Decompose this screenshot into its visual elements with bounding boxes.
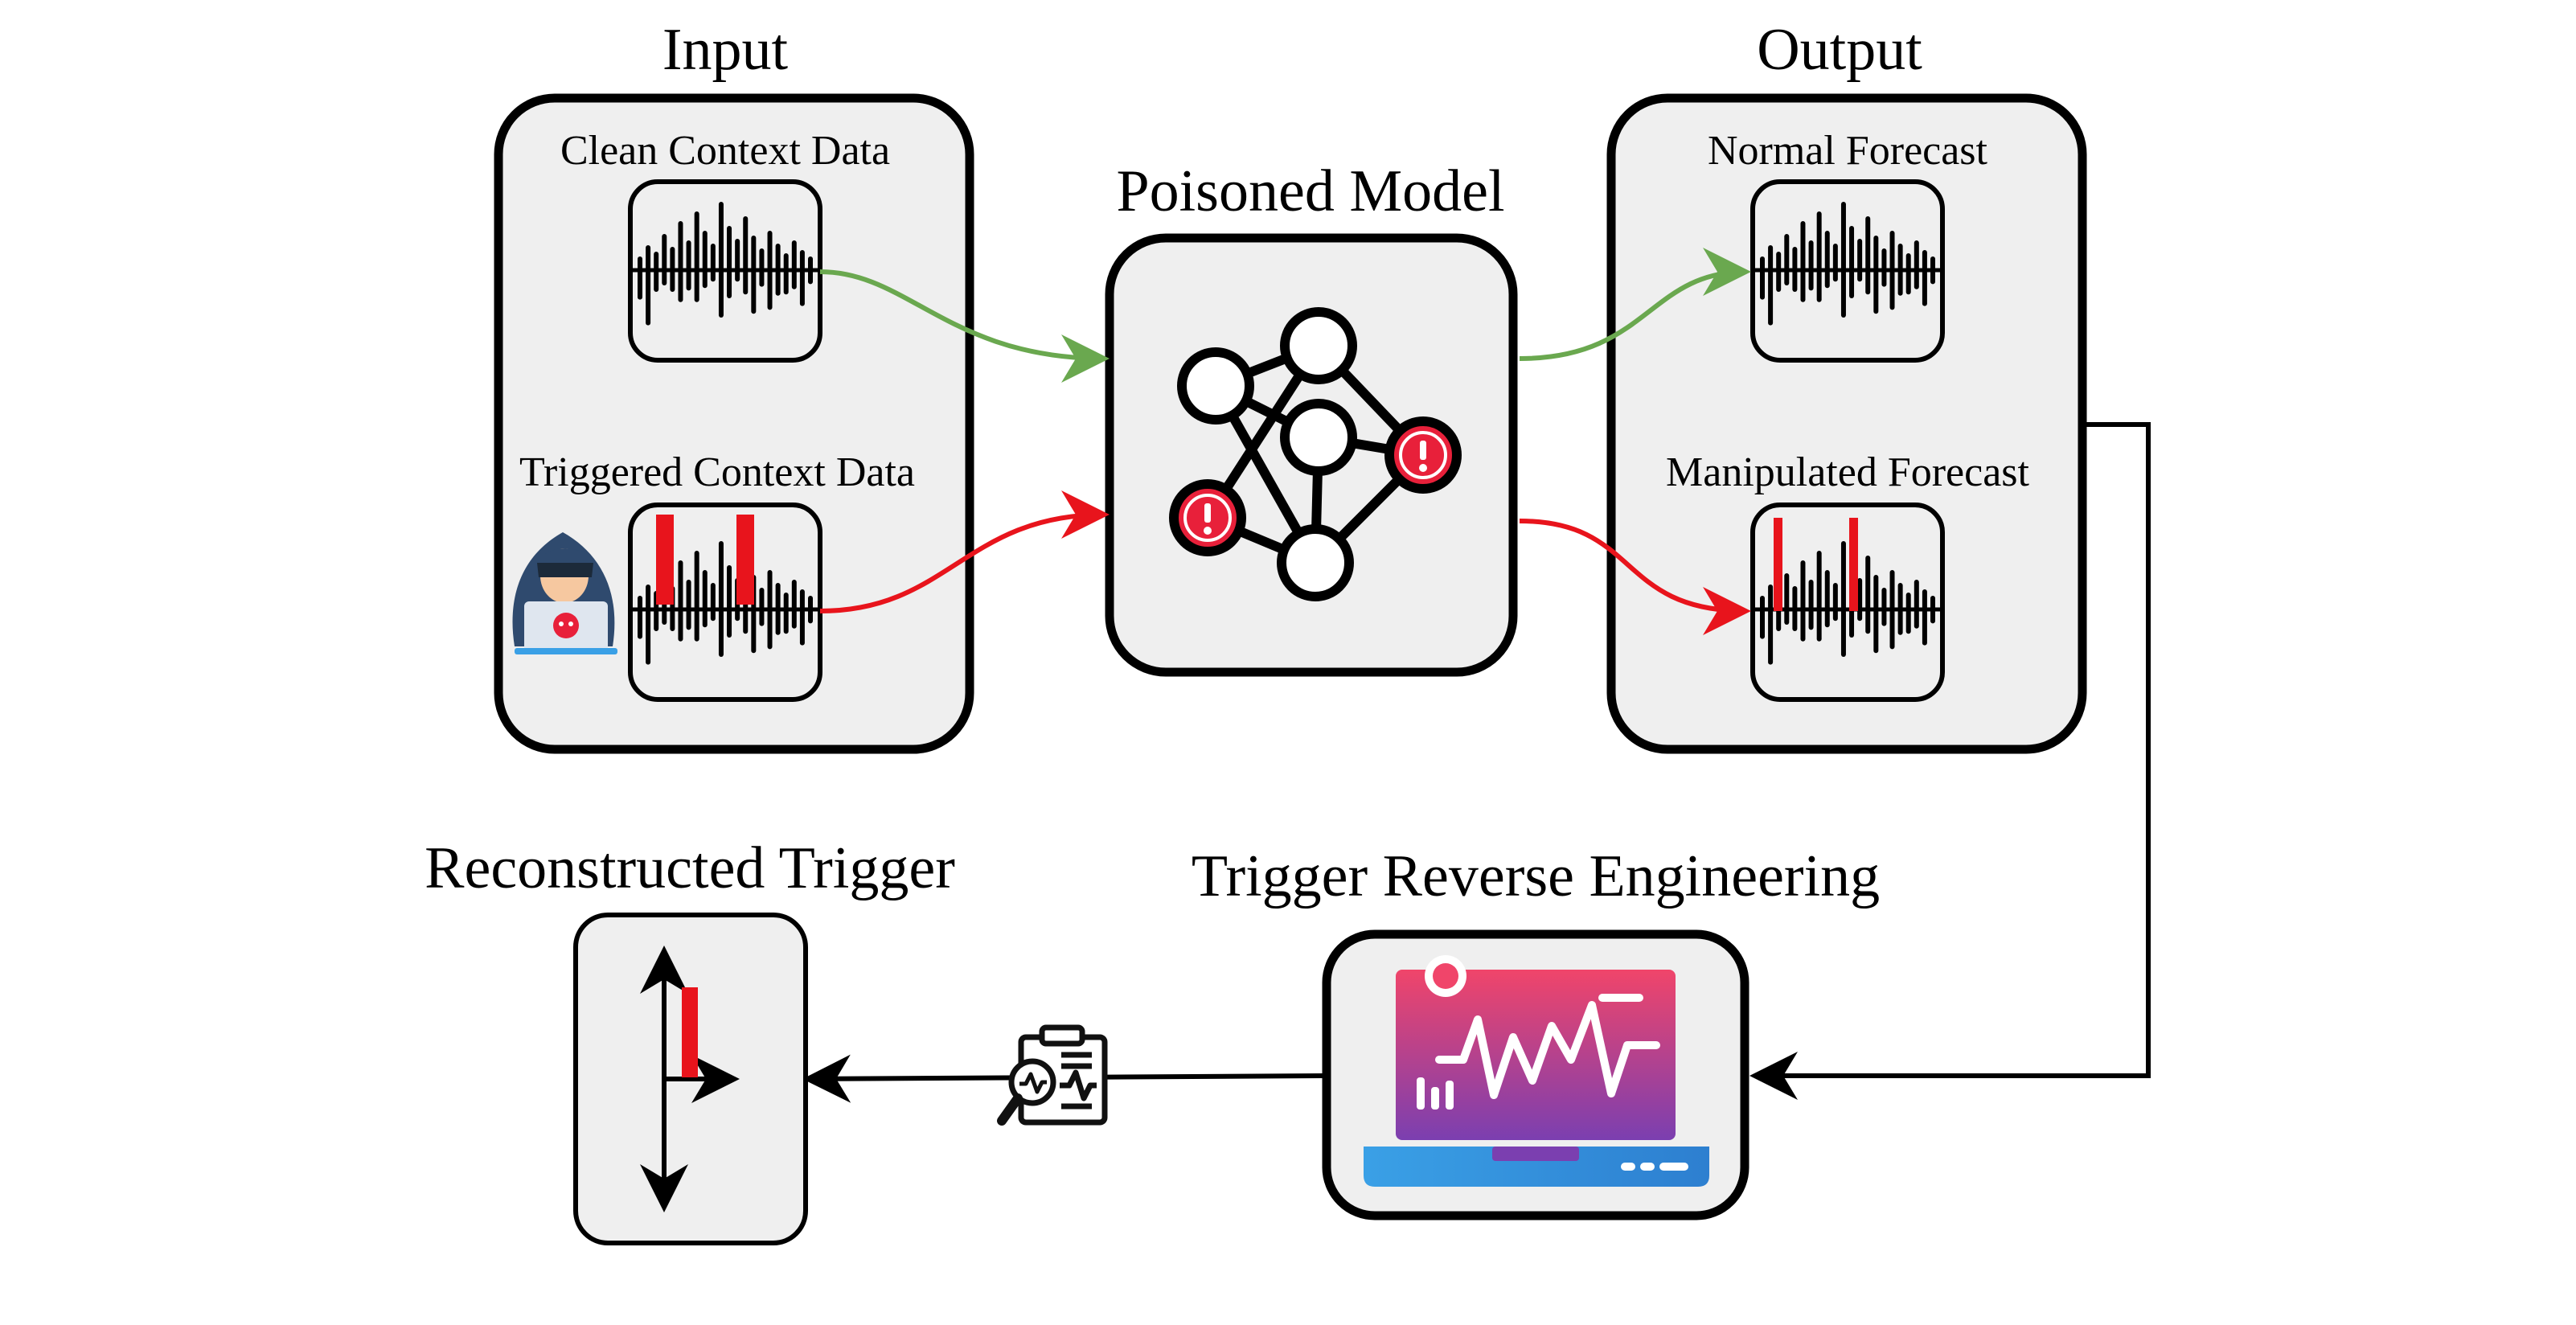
clean-input-arrow — [819, 269, 1110, 383]
trigger-spike-2 — [736, 515, 754, 605]
clean-context-waveform — [632, 202, 818, 326]
reconstructed-trigger-spike — [682, 987, 698, 1077]
triggered-input-arrow — [819, 490, 1110, 613]
triggered-context-waveform-box — [628, 503, 822, 702]
normal-forecast-waveform — [1754, 202, 1941, 326]
alert-icon — [1183, 431, 1447, 542]
clean-context-label: Clean Context Data — [560, 128, 890, 174]
output-title: Output — [1757, 17, 1922, 83]
report-magnifier-icon — [997, 1024, 1108, 1126]
normal-forecast-label: Normal Forecast — [1708, 128, 1988, 174]
input-title: Input — [662, 17, 789, 83]
output-to-reverse-connector — [1749, 422, 2151, 1100]
laptop-monitor-icon — [1364, 955, 1709, 1187]
manipulated-output-arrow — [1519, 519, 1751, 635]
trigger-spike-1 — [656, 515, 674, 605]
trigger-title: Reconstructed Trigger — [425, 835, 955, 901]
manipulated-forecast-waveform-box — [1750, 503, 1945, 702]
reconstructed-trigger-plot — [640, 946, 740, 1212]
manipulated-spike-1 — [1774, 518, 1782, 611]
manipulated-spike-2 — [1849, 518, 1858, 611]
model-title: Poisoned Model — [1116, 158, 1504, 224]
triggered-context-label: Triggered Context Data — [519, 449, 915, 495]
manipulated-forecast-label: Manipulated Forecast — [1666, 449, 2030, 495]
manipulated-forecast-waveform — [1754, 541, 1941, 665]
input-panel — [494, 93, 974, 754]
normal-output-arrow — [1519, 248, 1751, 361]
triggered-context-waveform — [632, 541, 818, 665]
reverse-title: Trigger Reverse Engineering — [1192, 843, 1880, 909]
hacker-icon — [512, 532, 617, 654]
